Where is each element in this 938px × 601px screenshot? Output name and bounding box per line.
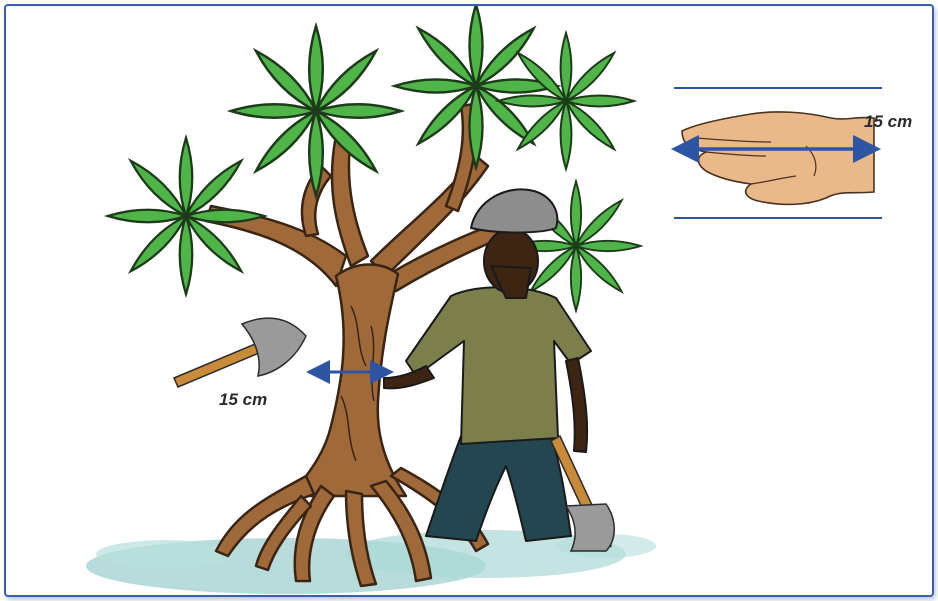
illustration-frame: 15 cm 15 cm: [4, 4, 934, 597]
hand-measurement: [674, 88, 882, 218]
hand-icon: [682, 112, 874, 205]
illustration-canvas: [6, 6, 932, 595]
hand-width-label: 15 cm: [864, 112, 912, 132]
axe-icon: [174, 318, 306, 387]
trunk-diameter-label: 15 cm: [219, 390, 267, 410]
